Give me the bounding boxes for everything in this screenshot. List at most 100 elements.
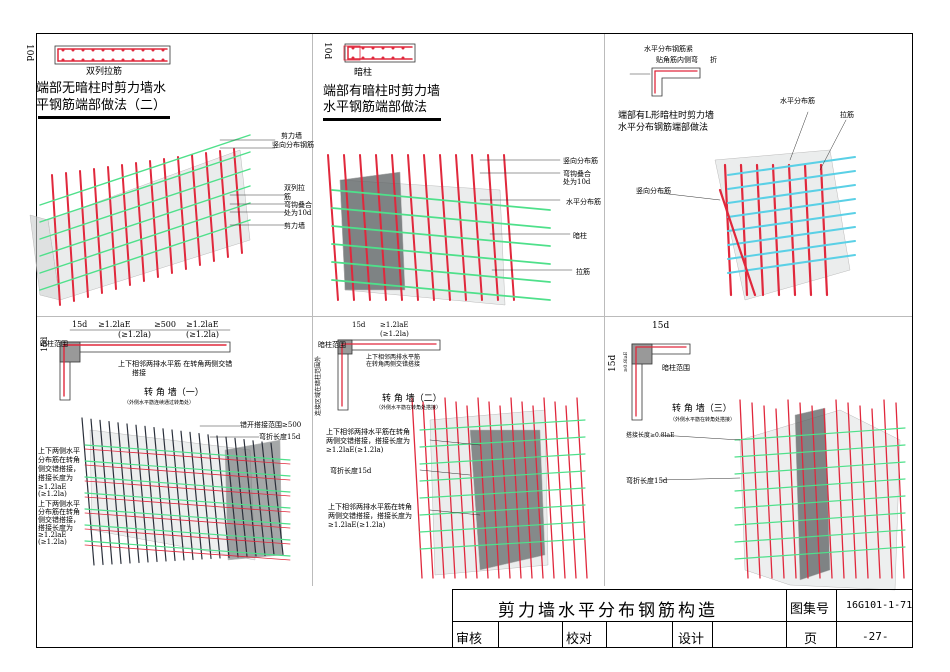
p4-horizontal-rebar	[84, 512, 291, 529]
p4-plan-column	[59, 341, 81, 363]
p4-horizontal-rebar	[84, 464, 291, 481]
p6-dim-3: ≥0.8laE	[623, 351, 629, 372]
p4-wall-face	[89, 429, 256, 561]
p5-subtitle: （外侧水平筋在转角处搭接）	[376, 405, 442, 411]
p6-vertical-rebar	[799, 402, 809, 579]
p4-horizontal-rebar	[84, 448, 291, 465]
p1-vertical-rebar	[79, 170, 89, 298]
p1-vertical-rebar	[233, 148, 243, 254]
p2-title-underline	[323, 118, 441, 121]
p1-title-underline	[38, 116, 170, 119]
p3-vertical-rebar	[771, 163, 781, 297]
p5-horizontal-rebar	[419, 487, 586, 499]
p5-leader	[429, 439, 481, 446]
p4-dim-1: 15d	[72, 320, 88, 329]
p6-vertical-rebar	[763, 405, 773, 579]
p1-plan-dot	[141, 48, 145, 52]
p3-vertical-rebar	[803, 163, 813, 297]
p3-title-line1: 端部有L形暗柱时剪力墙	[618, 111, 714, 121]
p1-plan-dot	[91, 58, 95, 62]
p4-dim-4: ≥500	[154, 320, 176, 329]
p5-zone-label: 暗柱范围	[318, 341, 346, 349]
p3-leader	[789, 111, 809, 161]
p4-horizontal-rebar	[84, 540, 291, 557]
review-label: 审核	[456, 632, 483, 647]
p3-horizontal-rebar	[727, 184, 856, 204]
p4-vertical-rebar	[135, 424, 149, 563]
p4-vertical-rebar	[108, 421, 122, 565]
p5-horizontal-rebar	[419, 453, 586, 465]
p4-horizontal-rebar	[84, 476, 291, 493]
p4-vertical-rebar	[270, 442, 284, 556]
title-block-line	[672, 621, 673, 648]
p5-vertical-rebar	[510, 397, 522, 579]
p6-horizontal-rebar	[734, 444, 906, 458]
atlas-label: 图集号	[790, 602, 830, 617]
p2-horizontal-rebar	[331, 243, 551, 265]
p1-callout-5: 弯钩叠合	[284, 201, 312, 209]
p5-dim-1: 15d	[352, 321, 366, 329]
p6-leader	[659, 477, 741, 481]
p5-title: 转 角 墙（二）	[382, 394, 442, 404]
p3-leader	[819, 119, 847, 171]
drawing-title: 剪力墙水平分布钢筋构造	[498, 601, 718, 621]
p3-callout-3: 竖向分布筋	[636, 187, 671, 195]
p2-title-line2: 水平钢筋端部做法	[323, 100, 428, 115]
p1-plan-dot	[161, 48, 165, 52]
p2-callout-3: 处为10d	[563, 178, 591, 186]
p4-vertical-rebar	[243, 439, 257, 557]
p3-plan-outline	[651, 67, 701, 97]
p5-vertical-rebar	[466, 405, 478, 579]
p3-horizontal-rebar	[727, 170, 856, 190]
p4-horizontal-rebar	[84, 528, 291, 545]
design-label: 设计	[678, 632, 705, 647]
p6-vertical-rebar	[787, 399, 797, 579]
p1-plan-dot	[81, 48, 85, 52]
p1-vertical-rebar	[121, 164, 131, 286]
p6-horizontal-rebar	[734, 461, 906, 475]
title-block-line	[562, 621, 563, 648]
title-block-line	[712, 621, 713, 648]
p1-plan-dot	[131, 48, 135, 52]
p5-side-label: 连接区域在暗柱范围外	[315, 355, 322, 416]
title-block-line	[452, 621, 913, 622]
p5-callout-1: 上下相邻两排水平筋在转角	[326, 428, 410, 436]
p4-callout-12: 搭接长度为	[38, 524, 73, 532]
p4-horizontal-rebar	[84, 508, 291, 525]
p2-horizontal-rebar	[331, 225, 551, 247]
p1-horizontal-rebar	[39, 202, 251, 274]
p6-subtitle: （外侧水平筋在转角处搭接）	[670, 417, 736, 423]
p1-plan-dot	[61, 48, 65, 52]
p6-vertical-rebar	[871, 408, 881, 579]
title-block-line	[606, 621, 607, 648]
p2-vertical-rebar	[375, 154, 387, 301]
p1-horizontal-rebar	[39, 185, 251, 257]
p5-vertical-rebar	[521, 401, 533, 579]
p6-vertical-rebar	[895, 402, 905, 579]
p1-plan-dot	[151, 48, 155, 52]
p2-horizontal-rebar	[331, 279, 551, 301]
p4-callout-1: 错开搭接范围≥500	[240, 421, 302, 429]
p6-callout-1: 搭接长度≥0.8laE	[626, 432, 675, 439]
p1-callout-6: 处为10d	[284, 209, 312, 217]
p4-vertical-rebar	[99, 419, 113, 565]
p4-callout-9: 上下两侧水平	[38, 500, 80, 508]
p2-title-line1: 端部有暗柱时剪力墙	[323, 84, 441, 99]
p4-callout-10: 分布筋在转角	[38, 508, 80, 516]
p2-plan-dot	[391, 56, 395, 60]
p4-callout-7: ≥1.2laE	[38, 483, 67, 491]
p5-vertical-rebar	[488, 401, 500, 579]
p5-callout-5: 上下相邻两排水平筋在转角	[328, 503, 412, 511]
p1-plan-dot	[71, 58, 75, 62]
atlas-number: 16G101-1-71	[846, 600, 913, 611]
p6-title: 转 角 墙（三）	[672, 404, 732, 414]
p4-title: 转 角 墙（一）	[144, 388, 204, 398]
p4-vertical-rebar	[225, 436, 239, 558]
p2-horizontal-rebar	[331, 261, 551, 283]
p4-callout-13: ≥1.2laE	[38, 531, 67, 539]
p3-vertical-rebar	[755, 163, 765, 297]
p4-zone-label: 暗柱范围	[40, 340, 68, 348]
p2-vertical-rebar	[503, 154, 515, 301]
p1-plan-dot	[111, 48, 115, 52]
